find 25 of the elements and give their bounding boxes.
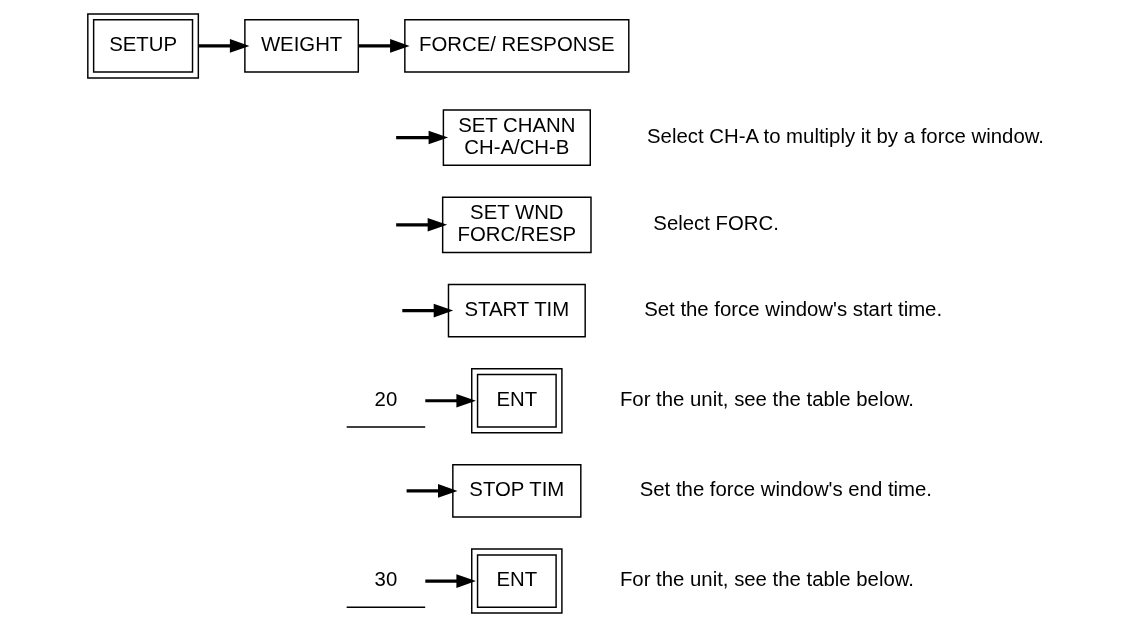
arrow: [406, 484, 458, 498]
arrow: [396, 217, 448, 232]
arrow: [425, 574, 476, 588]
arrow: [198, 39, 250, 53]
arrow: [358, 39, 410, 53]
node-box: STOP TIM: [452, 464, 582, 518]
arrow: [402, 303, 454, 318]
node-box: ENT: [471, 548, 563, 614]
node-box: SETUP: [87, 13, 200, 79]
node-box: SET WND FORC/RESP: [441, 196, 592, 254]
node-label: Select FORC.: [653, 212, 779, 235]
node-label: For the unit, see the table below.: [619, 388, 914, 411]
node-text: 30: [374, 568, 398, 591]
node-box: START TIM: [447, 283, 586, 338]
arrow: [396, 130, 449, 145]
node-label: Select CH-A to multiply it by a force window.: [647, 124, 1044, 147]
node-label: For the unit, see the table below.: [619, 568, 914, 591]
node-box: FORCE/ RESPONSE: [404, 19, 630, 73]
node-label: Set the force window's start time.: [644, 297, 943, 320]
node-box: SET CHANN CH-A/CH-B: [442, 109, 591, 166]
node-text: 20: [374, 388, 398, 411]
arrow: [425, 393, 476, 408]
node-label: Set the force window's end time.: [639, 478, 932, 501]
node-box: WEIGHT: [244, 19, 360, 73]
node-box: ENT: [471, 368, 563, 434]
